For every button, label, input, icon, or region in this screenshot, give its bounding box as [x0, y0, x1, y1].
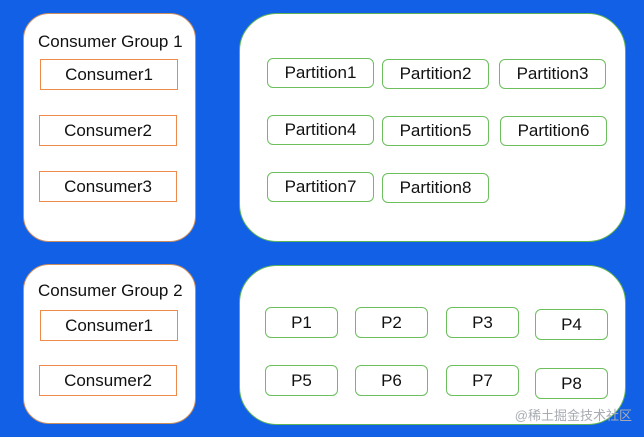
partition-5: Partition5	[382, 116, 489, 146]
group-1-consumer-1: Consumer1	[40, 59, 178, 90]
partition-2: Partition2	[382, 59, 489, 89]
topic-2-partitions-panel	[239, 265, 626, 425]
watermark: @稀土掘金技术社区	[514, 408, 632, 423]
partition-p7: P7	[446, 365, 519, 396]
partition-4: Partition4	[267, 115, 374, 145]
consumer-group-2-panel: Consumer Group 2	[23, 264, 196, 424]
partition-7: Partition7	[267, 172, 374, 202]
group-1-consumer-2: Consumer2	[39, 115, 177, 146]
partition-8: Partition8	[382, 173, 489, 203]
partition-p6: P6	[355, 365, 428, 396]
partition-6: Partition6	[500, 116, 607, 146]
consumer-group-2-title: Consumer Group 2	[38, 281, 183, 300]
partition-p5: P5	[265, 365, 338, 396]
partition-3: Partition3	[499, 59, 606, 89]
group-2-consumer-1: Consumer1	[40, 310, 178, 341]
partition-p3: P3	[446, 307, 519, 338]
partition-p1: P1	[265, 307, 338, 338]
group-2-consumer-2: Consumer2	[39, 365, 177, 396]
partition-p4: P4	[535, 309, 608, 340]
partition-p8: P8	[535, 368, 608, 399]
group-1-consumer-3: Consumer3	[39, 171, 177, 202]
partition-p2: P2	[355, 307, 428, 338]
consumer-group-1-title: Consumer Group 1	[38, 32, 183, 51]
partition-1: Partition1	[267, 58, 374, 88]
